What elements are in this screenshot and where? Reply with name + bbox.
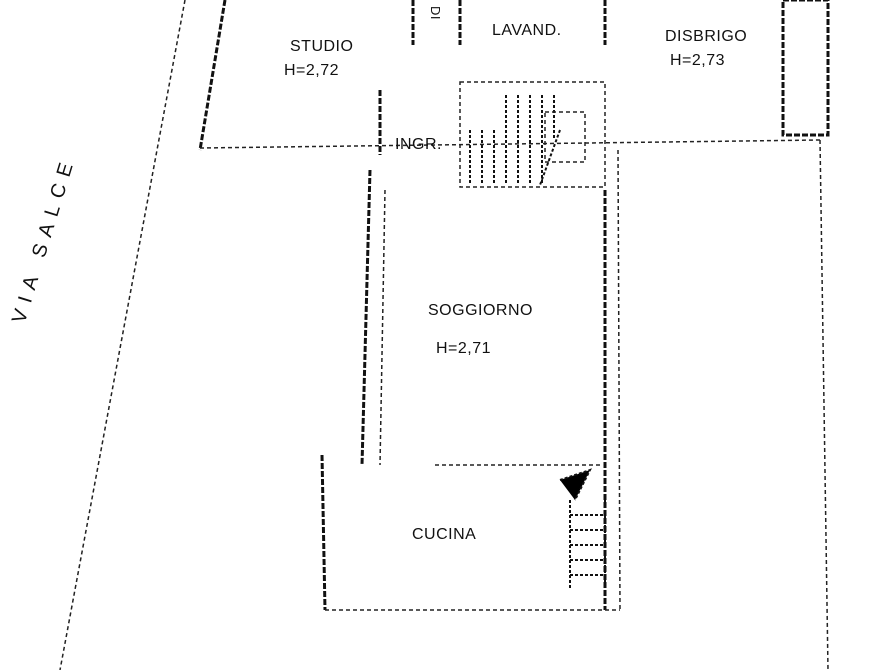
room-height-disbrigo: H=2,73	[670, 52, 726, 69]
room-name-disbrigo: DISBRIGO	[665, 28, 748, 45]
staircase-upper	[459, 81, 606, 188]
north-wall	[199, 139, 821, 149]
right-boundary	[819, 139, 829, 670]
street-line-outer	[59, 0, 186, 670]
room-name-cucina: CUCINA	[412, 526, 477, 543]
street-line-inner	[198, 0, 227, 151]
room-name-lavand: LAVAND.	[492, 22, 562, 39]
room-name-ingr: INGR.	[395, 136, 442, 153]
room-name-soggiorno: SOGGIORNO	[428, 302, 533, 319]
room-height-studio: H=2,72	[284, 62, 340, 79]
room-name-studio: STUDIO	[290, 38, 354, 55]
soggiorno-wall-left	[360, 169, 372, 466]
soggiorno-wall-left2	[379, 189, 386, 466]
soggiorno-wall-right2	[617, 149, 621, 611]
room-height-soggiorno: H=2,71	[436, 340, 492, 357]
disbrigo-wall	[781, 0, 830, 137]
stair-lower	[559, 468, 606, 590]
stair-landing	[544, 111, 586, 163]
cucina-wall-left	[320, 454, 327, 611]
stair-treads	[469, 95, 561, 186]
small-label: DI	[428, 6, 443, 20]
